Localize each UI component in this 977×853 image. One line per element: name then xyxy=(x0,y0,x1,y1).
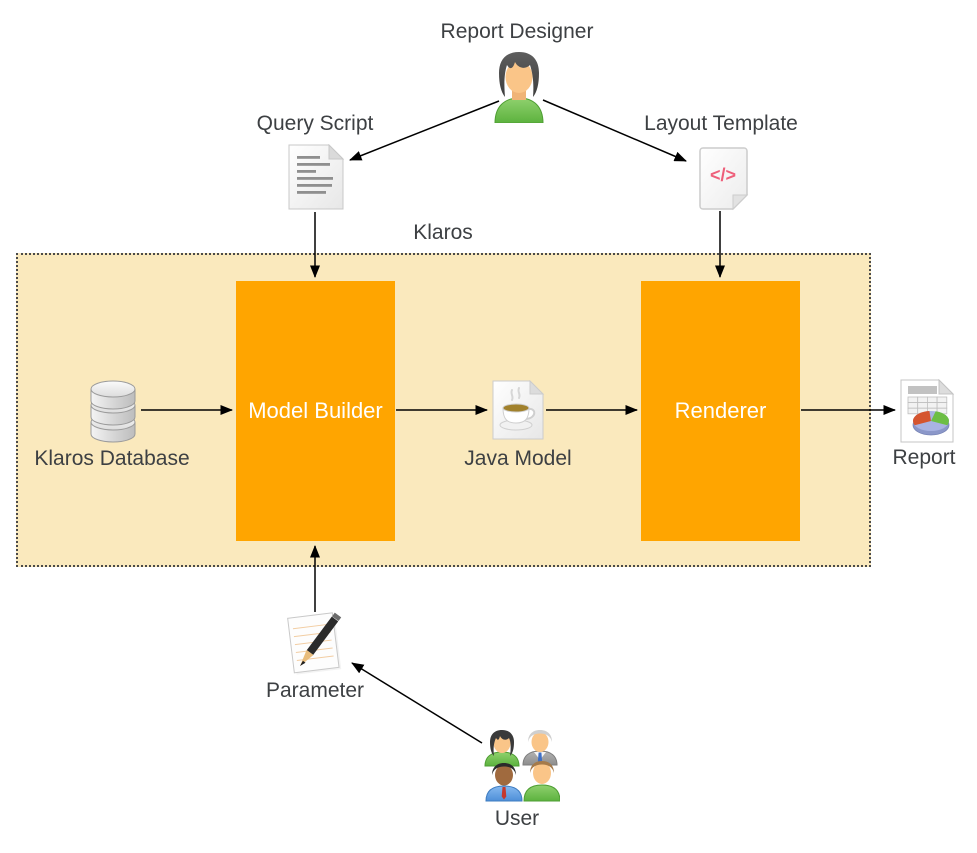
database-icon xyxy=(85,380,141,444)
user-label: User xyxy=(494,807,540,830)
pie-chart-document-icon xyxy=(899,379,955,443)
user-greenshirt-icon xyxy=(523,761,560,802)
parameter-label: Parameter xyxy=(265,679,365,702)
code-glyph: </> xyxy=(710,165,736,185)
klaros-database-label: Klaros Database xyxy=(34,447,190,470)
model-builder-label: Model Builder xyxy=(248,398,383,423)
renderer-label: Renderer xyxy=(674,398,767,423)
query-script-label: Query Script xyxy=(256,112,374,135)
person-woman-icon xyxy=(490,51,548,123)
report-label: Report xyxy=(892,446,956,469)
text-document-icon xyxy=(287,144,345,212)
user-grayhair-icon xyxy=(522,730,558,766)
java-model-label: Java Model xyxy=(464,447,572,470)
coffee-cup-document-icon xyxy=(491,380,545,440)
user-group-icon xyxy=(482,721,560,807)
report-designer-label: Report Designer xyxy=(440,20,594,43)
layout-template-label: Layout Template xyxy=(644,112,798,135)
renderer-process-box: Renderer xyxy=(641,281,800,541)
user-woman-icon xyxy=(484,730,520,767)
code-document-icon: </> xyxy=(697,147,750,211)
user-blueshirt-icon xyxy=(485,763,523,802)
edge-user-to-parameter xyxy=(351,662,483,744)
notepad-pencil-icon xyxy=(283,608,349,678)
model-builder-process-box: Model Builder xyxy=(236,281,395,541)
klaros-container-label: Klaros xyxy=(413,221,473,244)
